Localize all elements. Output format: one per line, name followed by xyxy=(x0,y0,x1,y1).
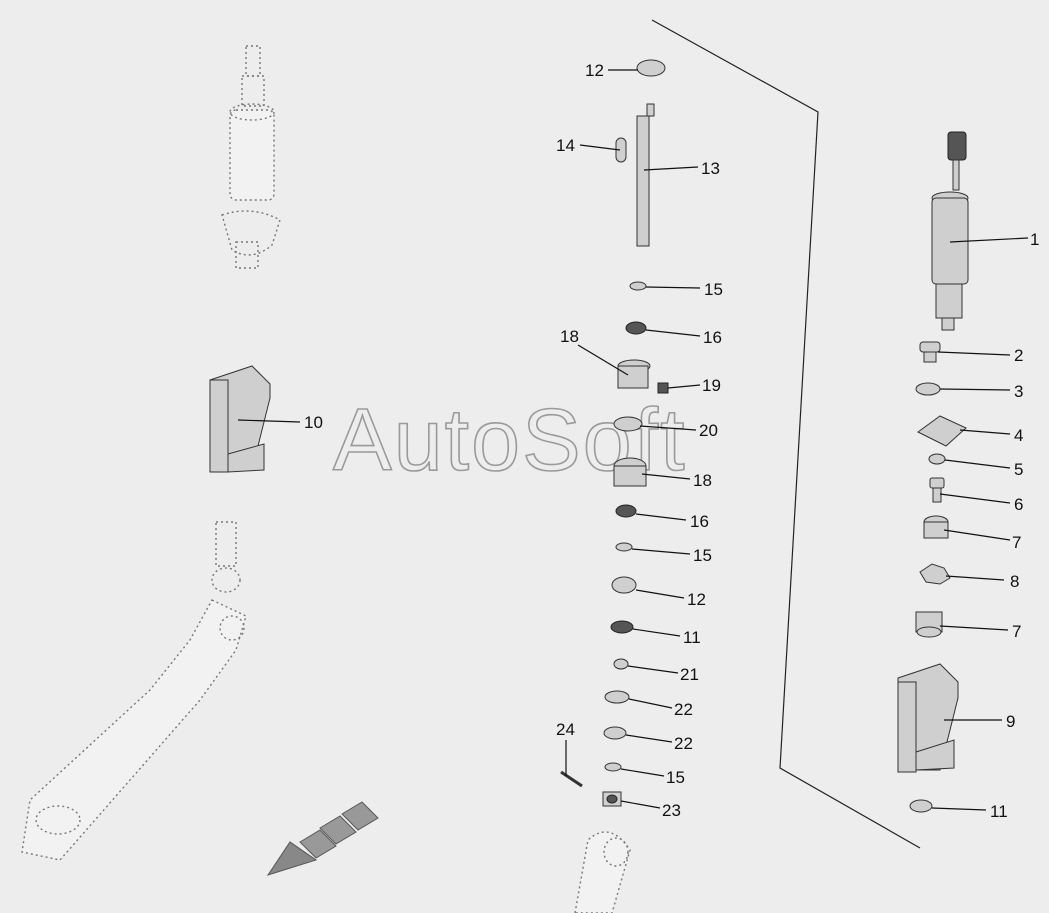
callout-4: 4 xyxy=(1014,426,1023,445)
leader-lines xyxy=(237,69,1029,811)
part-ring-15-top xyxy=(629,281,647,291)
part-nut-23 xyxy=(602,791,622,807)
callout-15c: 15 xyxy=(666,768,685,787)
callout-13: 13 xyxy=(701,159,720,178)
part-washer-11-center xyxy=(610,620,634,634)
direction-arrow-icon xyxy=(266,801,379,876)
part-coupling-upper xyxy=(923,515,949,539)
assembly-axis-line xyxy=(651,19,921,849)
callout-5: 5 xyxy=(1014,460,1023,479)
callout-7a: 7 xyxy=(1012,533,1021,552)
part-sleeve-18-lower xyxy=(613,457,647,487)
part-washer-5 xyxy=(928,453,946,465)
part-plate xyxy=(917,415,967,447)
part-washer-3 xyxy=(915,382,941,396)
callout-9: 9 xyxy=(1006,712,1015,731)
callout-16b: 16 xyxy=(690,512,709,531)
callout-18a: 18 xyxy=(560,327,579,346)
callout-12a: 12 xyxy=(585,61,604,80)
part-bracket-left xyxy=(209,365,271,473)
part-washer-11-right xyxy=(909,799,933,813)
callout-15a: 15 xyxy=(704,280,723,299)
part-star-spider xyxy=(919,563,951,585)
part-pin-24 xyxy=(560,770,583,788)
callout-14: 14 xyxy=(556,136,575,155)
part-washer-22-upper xyxy=(604,690,630,704)
part-sleeve-18-top xyxy=(617,359,651,389)
callout-19: 19 xyxy=(702,376,721,395)
callout-15b: 15 xyxy=(693,546,712,565)
callout-23: 23 xyxy=(662,801,681,820)
callout-8: 8 xyxy=(1010,572,1019,591)
part-bearing-12-top xyxy=(636,59,666,77)
part-bushing-16-top xyxy=(625,321,647,335)
callout-22a: 22 xyxy=(674,700,693,719)
callout-16a: 16 xyxy=(703,328,722,347)
callout-21: 21 xyxy=(680,665,699,684)
part-ring-15-mid xyxy=(615,542,633,552)
ghost-lower-arm xyxy=(574,831,631,913)
ghost-motor-assembly xyxy=(221,45,281,269)
callout-11c: 11 xyxy=(990,802,1008,821)
part-bushing-16-lower xyxy=(615,504,637,518)
part-nut-19 xyxy=(657,382,669,394)
ghost-lever-assembly xyxy=(21,521,247,861)
callout-10: 10 xyxy=(304,413,323,432)
part-coupling-lower xyxy=(915,611,943,638)
part-ring-15-bottom xyxy=(604,762,622,772)
part-washer-21 xyxy=(613,658,629,670)
callout-20: 20 xyxy=(699,421,718,440)
callout-6: 6 xyxy=(1014,495,1023,514)
part-bolt xyxy=(929,477,945,503)
part-circlip-20 xyxy=(613,416,643,432)
part-bracket-right xyxy=(897,663,959,773)
callout-22b: 22 xyxy=(674,734,693,753)
part-pin xyxy=(919,341,941,363)
part-bearing-12-lower xyxy=(611,576,637,594)
part-washer-22-lower xyxy=(603,726,627,740)
part-shaft xyxy=(636,103,655,247)
callout-7b: 7 xyxy=(1012,622,1021,641)
callout-1: 1 xyxy=(1030,230,1039,249)
callout-11a: 11 xyxy=(683,628,701,647)
callout-12b: 12 xyxy=(687,590,706,609)
callout-2: 2 xyxy=(1014,346,1023,365)
part-motor xyxy=(931,131,969,331)
callout-18b: 18 xyxy=(693,471,712,490)
callout-24: 24 xyxy=(556,720,575,739)
callout-3: 3 xyxy=(1014,382,1023,401)
